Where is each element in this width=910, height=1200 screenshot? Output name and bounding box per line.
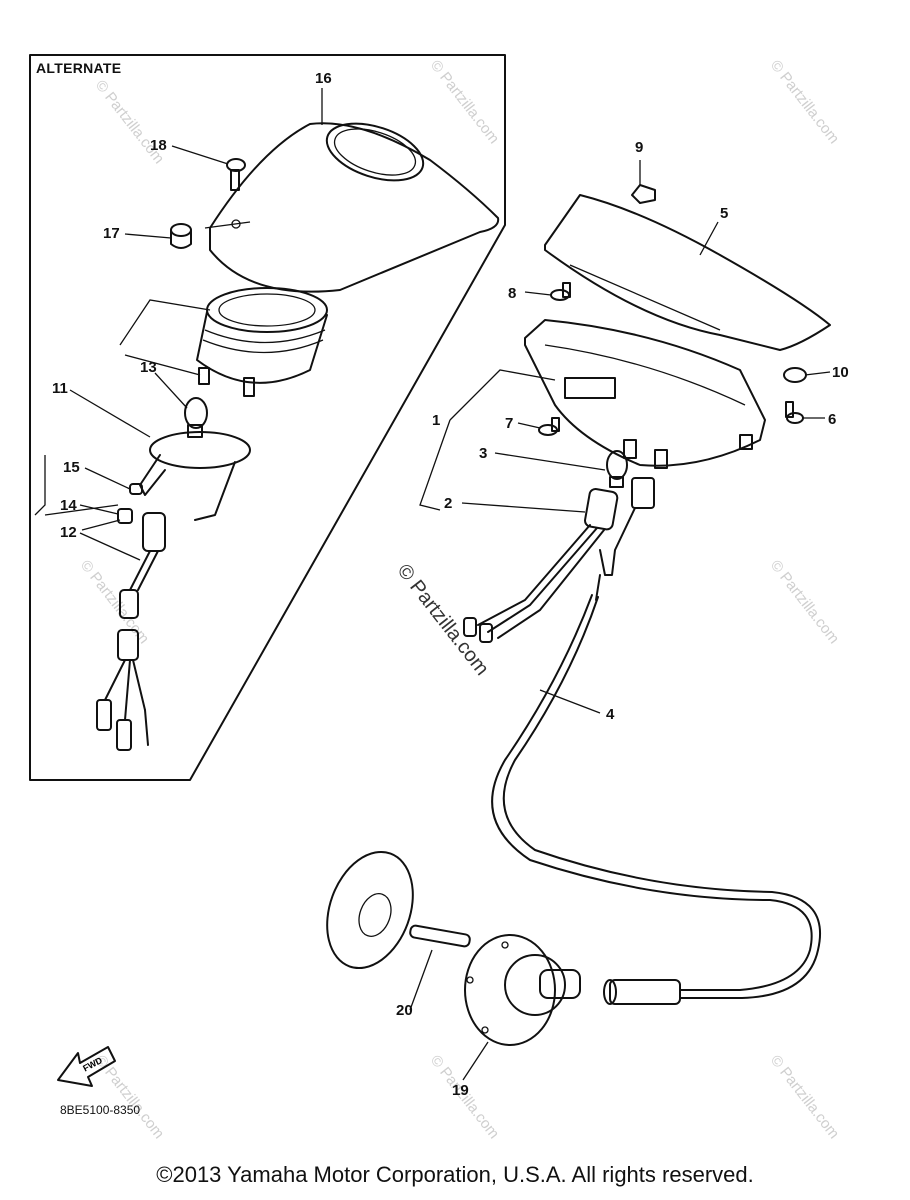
part-13-bulb [184,397,208,438]
watermark-text: © Partzilla.com [767,57,843,147]
alternate-label: ALTERNATE [36,60,122,76]
callout-19: 19 [452,1082,469,1099]
copyright-notice: ©2013 Yamaha Motor Corporation, U.S.A. A… [156,1162,754,1187]
part-1-meter-assembly [524,319,766,469]
part-7-screw [538,417,560,436]
cable-lower-connector [603,979,681,1005]
alternate-box-outline [29,54,506,781]
callout-5: 5 [720,205,728,222]
meter-assembly-alternate [196,287,328,397]
part-11-bracket [139,431,251,521]
part-3-bulb [606,450,628,488]
callout-2: 2 [444,495,452,512]
callout-12: 12 [60,524,77,541]
callout-16: 16 [315,70,332,87]
part-6-screw [785,401,804,424]
part-12-harness [96,512,166,751]
part-16-cover [209,122,500,293]
callout-8: 8 [508,285,516,302]
part-2-socket-cord [463,487,619,643]
callout-17: 17 [103,225,120,242]
callout-20: 20 [396,1002,413,1019]
callout-15: 15 [63,459,80,476]
part-4-cable-edge [502,596,821,999]
callouts: 16 18 17 13 11 15 14 12 9 5 8 10 6 1 7 3… [52,70,849,1099]
part-17-grommet [170,223,192,249]
callout-11: 11 [52,380,68,397]
part-5-cover [544,194,831,351]
watermark-text: © Partzilla.com [427,57,503,147]
callout-6: 6 [828,411,836,428]
watermark-text: © Partzilla.com [77,557,153,647]
callout-4: 4 [606,706,615,723]
callout-3: 3 [479,445,487,462]
watermark-text: © Partzilla.com [92,1052,168,1142]
part-18-screw [226,158,246,191]
part-14-nut [117,508,133,524]
callout-18: 18 [150,137,167,154]
callout-13: 13 [140,359,157,376]
part-20-shaft [409,924,471,948]
part-4-cable [491,594,813,991]
part-10-grommet [783,367,807,383]
callout-1: 1 [432,412,440,429]
leader-lines [34,88,831,1081]
part-19-drive-gear [464,934,581,1046]
diagram-code: 8BE5100-8350 [60,1103,141,1117]
callout-7: 7 [505,415,513,432]
part-9-grommet [631,184,656,204]
callout-10: 10 [832,364,849,381]
watermark-text: © Partzilla.com [767,1052,843,1142]
part-8-screw [550,282,571,301]
callout-9: 9 [635,139,643,156]
callout-14: 14 [60,497,77,514]
watermark-text: © Partzilla.com [767,557,843,647]
cable-upper-connector [595,477,655,601]
brake-disc [326,850,414,970]
